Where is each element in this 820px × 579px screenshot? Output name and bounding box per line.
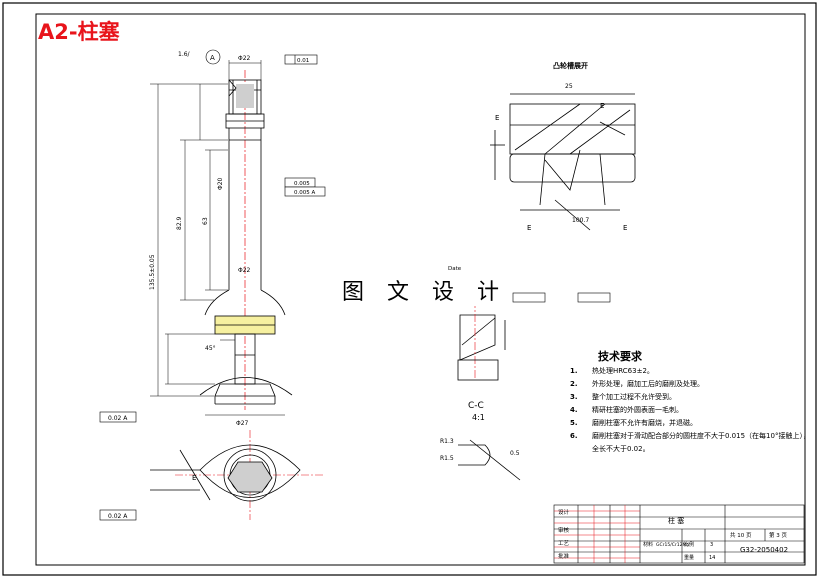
dev-e-2: E bbox=[527, 224, 531, 232]
tech-req-item: 全长不大于0.02。 bbox=[570, 444, 650, 454]
flatness-top: 0.01 bbox=[297, 58, 309, 64]
section-cc-label: C-C bbox=[468, 401, 484, 411]
inner-border bbox=[35, 13, 806, 566]
angle-bottom: 45° bbox=[205, 345, 216, 352]
tb-design: 设计 bbox=[558, 508, 570, 516]
length-mid: 63 bbox=[202, 217, 209, 225]
tb-material-value: GCr15/Cr12Mo bbox=[656, 542, 689, 548]
tb-weight-label: 重量 bbox=[684, 554, 694, 561]
tb-drawing-number: G32-2050402 bbox=[740, 546, 788, 554]
width-25: 25 bbox=[565, 83, 573, 90]
tb-material-label: 材料 bbox=[643, 541, 653, 548]
detail-r1: R1.3 bbox=[440, 438, 454, 445]
tech-req-item: 2. 外形处理，磨加工后的磨削及处理。 bbox=[570, 379, 704, 389]
tech-req-text: 精研柱塞的外圆表面一毛刺。 bbox=[592, 406, 683, 414]
tech-req-text: 磨削柱塞对于滑动配合部分的圆柱度不大于0.015（在每10°接触上）， bbox=[592, 432, 810, 440]
end-view bbox=[150, 430, 325, 520]
detail-view bbox=[458, 439, 521, 481]
length-b: 82.9 bbox=[176, 216, 183, 230]
tb-sheet-no: 第 3 页 bbox=[769, 531, 787, 539]
dev-e-3: E bbox=[623, 224, 627, 232]
tech-req-text: 外形处理，磨加工后的磨削及处理。 bbox=[592, 380, 704, 388]
runout-low: 0.02 A bbox=[108, 513, 128, 520]
tb-process: 工艺 bbox=[558, 540, 570, 547]
technical-requirements-heading: 技术要求 bbox=[598, 350, 642, 363]
overall-length: 135.5±0.05 bbox=[149, 254, 156, 290]
end-view-e: E bbox=[192, 474, 196, 482]
tol-2: 0.005 A bbox=[294, 190, 315, 196]
tech-req-item: 3. 整个加工过程不允许受到。 bbox=[570, 392, 676, 402]
section-cc-scale: 4:1 bbox=[472, 413, 485, 422]
tech-req-item: 4. 精研柱塞的外圆表面一毛刺。 bbox=[570, 405, 683, 415]
gd-t-frames bbox=[99, 49, 611, 521]
tech-req-item: 1. 热处理HRC63±2。 bbox=[570, 366, 654, 376]
tech-req-item: 5. 磨削柱塞不允许有磨烧，并退磁。 bbox=[570, 418, 697, 428]
development-view-title: 凸轮槽展开 bbox=[553, 61, 588, 70]
tech-req-num: 2. bbox=[570, 380, 578, 388]
tb-approve: 批准 bbox=[558, 552, 570, 560]
datum-a: A bbox=[210, 54, 215, 62]
tb-part-name: 柱 塞 bbox=[668, 516, 684, 525]
section-cc bbox=[457, 300, 506, 381]
development-view bbox=[490, 93, 636, 231]
tech-req-num: 1. bbox=[570, 367, 578, 375]
runout-main: 0.02 A bbox=[108, 415, 128, 422]
tech-req-num: 3. bbox=[570, 393, 578, 401]
tech-req-text: 磨削柱塞不允许有磨烧，并退磁。 bbox=[592, 419, 697, 427]
tech-req-text: 全长不大于0.02。 bbox=[592, 445, 650, 453]
drawing-title: A2-柱塞 bbox=[38, 20, 120, 44]
tb-qty-value: 14 bbox=[709, 555, 715, 561]
tb-review: 审核 bbox=[558, 526, 570, 534]
dim-1007: 100.7 bbox=[572, 217, 589, 224]
tech-req-num: 5. bbox=[570, 419, 578, 427]
main-view-dimensions bbox=[150, 60, 285, 416]
dev-e-4: E bbox=[495, 114, 499, 122]
dia-body: Φ22 bbox=[238, 267, 251, 274]
plunger-main-view bbox=[199, 70, 293, 410]
tech-req-text: 整个加工过程不允许受到。 bbox=[592, 393, 676, 401]
detail-r2: R1.5 bbox=[440, 455, 454, 462]
tech-req-num: 4. bbox=[570, 406, 578, 414]
watermark-text: 图 文 设 计 bbox=[340, 274, 509, 306]
tb-sheet-total: 共 10 页 bbox=[730, 531, 752, 539]
tech-req-text: 热处理HRC63±2。 bbox=[592, 367, 654, 375]
tol-1: 0.005 bbox=[294, 181, 310, 187]
tb-scale-value: 3 bbox=[710, 542, 713, 548]
tech-req-num: 6. bbox=[570, 432, 578, 440]
top-dia-dim: Φ22 bbox=[238, 55, 251, 62]
dev-e-1: E bbox=[600, 102, 604, 110]
tech-req-item: 6. 磨削柱塞对于滑动配合部分的圆柱度不大于0.015（在每10°接触上）， bbox=[570, 431, 810, 441]
dia-bottom: Φ27 bbox=[236, 420, 249, 427]
date-label: Date bbox=[448, 266, 462, 272]
tb-scale-label: 比例 bbox=[684, 541, 694, 548]
finish-top: 1.6/ bbox=[178, 51, 191, 58]
detail-05: 0.5 bbox=[510, 450, 520, 457]
dia-mid: Φ20 bbox=[217, 177, 224, 190]
title-block bbox=[553, 504, 805, 564]
title-block-red-lines bbox=[554, 505, 640, 563]
